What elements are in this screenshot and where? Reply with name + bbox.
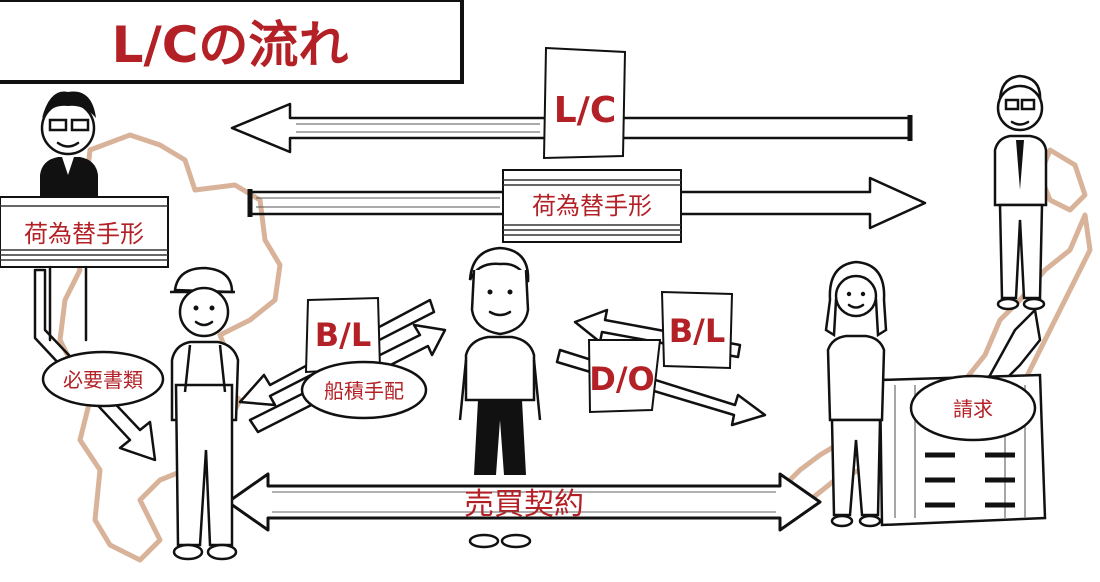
importer-person: [824, 260, 888, 528]
sales-contract-arrow: 売買契約: [226, 472, 822, 532]
bl-document-right: B/L: [660, 290, 734, 370]
claim-label: 請求: [953, 397, 993, 421]
bubble-required-docs: 必要書類: [41, 350, 165, 408]
do-label: D/O: [589, 360, 654, 398]
page-title: L/Cの流れ: [112, 16, 349, 74]
title-box: L/Cの流れ: [0, 0, 464, 84]
lc-document: L/C: [542, 46, 627, 160]
bill-arrow: [247, 176, 927, 230]
importer-bank-person: [993, 74, 1048, 311]
do-document: D/O: [587, 339, 662, 414]
right-diagonal-arrows: [555, 308, 767, 427]
shipping-label: 船積手配: [324, 379, 404, 403]
bl-left-label: B/L: [315, 316, 371, 354]
bill-of-exchange-top: 荷為替手形: [502, 169, 682, 243]
required-docs-label: 必要書類: [63, 368, 143, 392]
bl-right-label: B/L: [669, 312, 725, 350]
bill-of-exchange-left-label: 荷為替手形: [24, 220, 144, 248]
exporter-bank-person: [40, 91, 98, 342]
sales-contract-label: 売買契約: [464, 487, 584, 522]
left-diagonal-arrows: [238, 298, 447, 434]
lc-arrow: [230, 102, 913, 154]
bill-of-exchange-left: 荷為替手形: [0, 196, 169, 268]
forwarder-person: [458, 246, 542, 549]
bubble-shipping: 船積手配: [300, 360, 428, 420]
exporter-person: [170, 266, 240, 561]
bill-of-exchange-top-label: 荷為替手形: [532, 192, 652, 220]
bubble-claim: 請求: [909, 374, 1037, 442]
lc-label: L/C: [554, 90, 617, 131]
